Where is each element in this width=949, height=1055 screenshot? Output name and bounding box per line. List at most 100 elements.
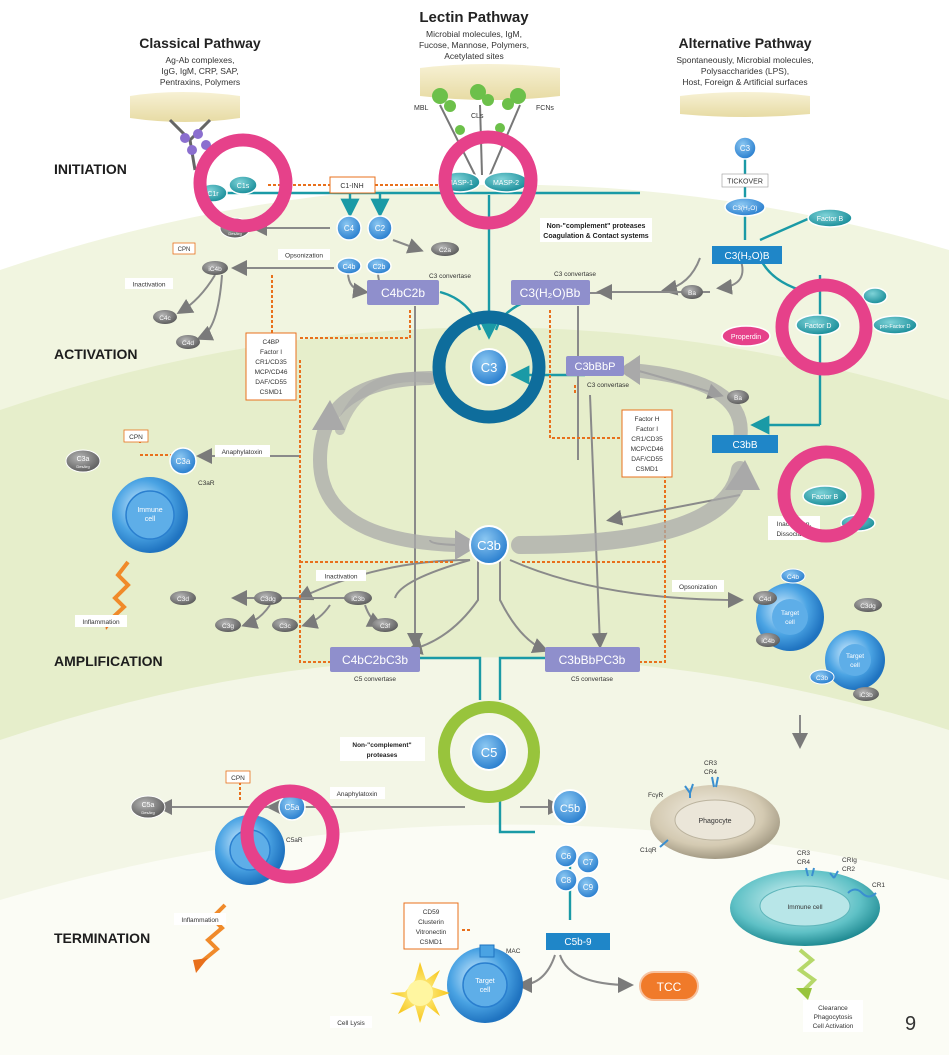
properdin-label: Properdin [731, 334, 761, 341]
opsonization-box-top [278, 249, 330, 260]
cd59-line-1: CD59 [423, 909, 440, 916]
c3bb-label: C3bB [732, 440, 757, 451]
tickover-label: TICKOVER [727, 179, 763, 186]
inactivation-box-top [125, 278, 173, 289]
ic3b-node [344, 591, 372, 605]
factor-b-mid-label: Factor B [812, 494, 839, 501]
receptor-cr3-top: CR3 [704, 760, 717, 767]
receptor-cr4-top: CR4 [704, 769, 717, 776]
c3g-label: C3g [222, 623, 234, 630]
target-cell-mid-2a: Target [846, 653, 864, 660]
c5b9-box [546, 933, 610, 950]
c5a-desarg-sub: DesArg [141, 810, 154, 815]
cluster-c4b-node [780, 568, 806, 584]
non-complement-line1: Non-"complement" proteases [547, 223, 646, 230]
stage-termination: TERMINATION [54, 930, 150, 946]
ba-mid-node [727, 390, 749, 404]
anaphylatoxin-box-bottom [330, 787, 385, 799]
highlight-c1-complex [193, 133, 293, 233]
immune-cell-right-label: Immune cell [787, 904, 823, 911]
c3-convertase-label-3: C3 convertase [587, 382, 629, 389]
c1s-label: C1s [237, 183, 250, 190]
alternative-desc-2: Polysaccharides (LPS), [701, 66, 789, 76]
factorh-line-4: MCP/CD46 [631, 446, 664, 453]
c3h2obb-label: C3(H₂O)Bb [520, 286, 581, 300]
lectin-surface [420, 64, 560, 100]
loop-arrowhead-bottom [455, 530, 480, 560]
lectin-desc-3: Acetylated sites [444, 51, 504, 61]
c2-label: C2 [375, 224, 386, 233]
inactivation-box-mid [316, 570, 366, 581]
c3a-label: C3a [176, 457, 191, 466]
factorh-box [621, 409, 673, 478]
receptor-c1qr: C1qR [640, 847, 657, 854]
ba-mid-label: Ba [734, 395, 742, 402]
c7-label: C7 [583, 858, 594, 867]
classical-desc-3: Pentraxins, Polymers [160, 77, 240, 87]
c6-node [554, 844, 578, 868]
c3h2obb-box [511, 280, 590, 305]
stage-activation: ACTIVATION [54, 346, 137, 362]
c1-inh-box [329, 176, 376, 194]
target-cell-bottom-line2: cell [480, 987, 491, 994]
c2-node [367, 215, 393, 241]
fcns-label: FCNs [536, 105, 554, 112]
inactivation-label-top: Inactivation [133, 282, 166, 289]
ba-top-node [681, 285, 703, 299]
grey-connectors [156, 138, 808, 993]
cluster-c3b-label: C3b [816, 675, 828, 682]
c5-label: C5 [481, 745, 498, 760]
cluster-c3b-node [809, 669, 835, 685]
c5a-desarg-node [130, 795, 166, 819]
opsonization-box-mid [672, 580, 724, 592]
clearance-line1: Clearance [818, 1005, 848, 1012]
cpn-box-top [172, 242, 196, 255]
c5-ring [438, 701, 540, 803]
highlight-masp [438, 130, 538, 230]
c5-node [470, 733, 508, 771]
alternative-desc-1: Spontaneously, Microbial molecules, [676, 55, 813, 65]
properdin-node [721, 325, 771, 347]
c3a-node [169, 447, 197, 475]
c3c-node [272, 618, 298, 632]
non-complement-box [540, 218, 652, 242]
c5a-desarg-label: C5a [142, 802, 155, 809]
masp2-label: MASP-2 [493, 180, 519, 187]
factor-d-label: Factor D [805, 323, 832, 330]
loop-arrowhead-left [312, 400, 345, 430]
factor-d-offscreen [862, 287, 888, 305]
c4a-desarg: DesArg [228, 231, 241, 236]
stage-initiation: INITIATION [54, 161, 127, 177]
immune-cell-left-line1: Immune [137, 507, 162, 514]
inflammation-box-bottom [174, 913, 226, 925]
cpn-box-c5a [225, 770, 251, 784]
immune-cell-left-nucleus [125, 490, 175, 540]
c4bc2b-box [367, 280, 439, 305]
cell-lysis-box [330, 1016, 372, 1028]
lectin-desc-1: Microbial molecules, IgM, [426, 29, 522, 39]
c5b-label: C5b [560, 803, 580, 815]
non-complement-c5-line2: proteases [367, 752, 398, 759]
c6-label: C6 [561, 852, 572, 861]
c3g-node [215, 618, 241, 632]
c2a-node [431, 242, 459, 256]
lectin-title: Lectin Pathway [419, 9, 529, 26]
factorh-line-5: DAF/CD55 [631, 456, 663, 463]
factorh-line-1: Factor H [635, 416, 660, 423]
receptor-cr3-bot: CR3 [797, 850, 810, 857]
c1r-label: C1r [207, 191, 219, 198]
factor-d-node [795, 314, 841, 336]
classical-surface [130, 92, 240, 122]
classical-desc-1: Ag-Ab complexes, [166, 55, 235, 65]
ic3b-label: iC3b [351, 596, 365, 603]
inactivation-right-line2: Dissociation [776, 531, 811, 538]
c1-inh-label: C1-INH [340, 183, 363, 190]
factor-b-mid-node [802, 485, 848, 507]
highlight-factor-b [777, 445, 875, 543]
classical-desc-2: IgG, IgM, CRP, SAP, [161, 66, 238, 76]
c3b-center-node [469, 525, 509, 565]
loop-arrowhead-right [725, 460, 760, 490]
cd59-line-2: Clusterin [418, 919, 444, 926]
alternative-surface [680, 92, 810, 117]
